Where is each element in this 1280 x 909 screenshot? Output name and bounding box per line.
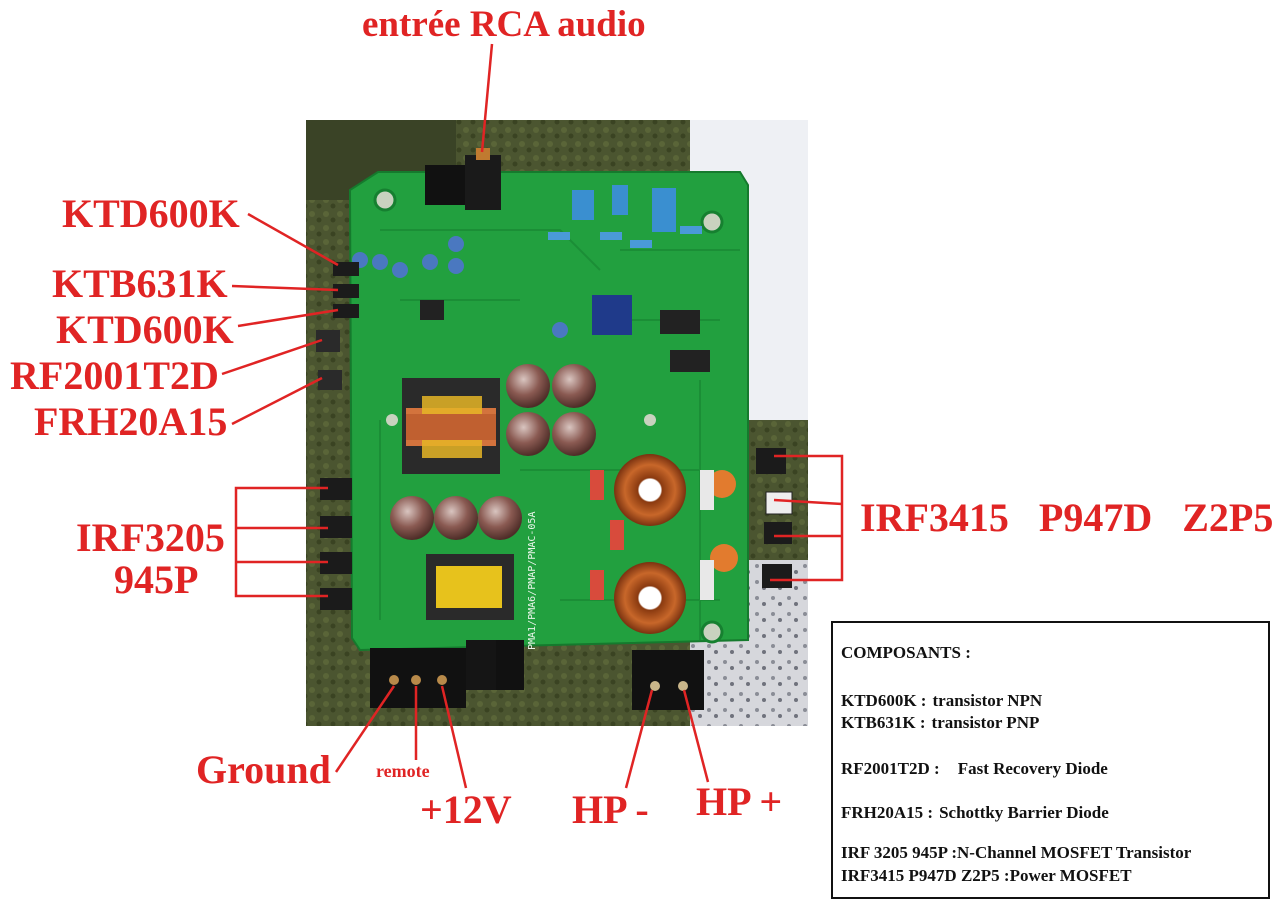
- legend-item: IRF 3205 945P :N-Channel MOSFET Transist…: [841, 843, 1191, 863]
- label-rca-input: entrée RCA audio: [362, 4, 646, 45]
- rca-connector: [425, 148, 501, 210]
- legend-desc: Power MOSFET: [1009, 866, 1132, 885]
- legend-part: FRH20A15 :: [841, 803, 934, 822]
- label-hp-minus: HP -: [572, 787, 649, 832]
- transformer-lower: [426, 554, 514, 620]
- label-945p: 945P: [114, 557, 199, 602]
- legend-item: KTD600K : transistor NPN: [841, 691, 1042, 711]
- label-irf3205: IRF3205: [76, 515, 225, 560]
- label-ktb631k: KTB631K: [52, 261, 228, 306]
- legend-desc: N-Channel MOSFET Transistor: [957, 843, 1192, 862]
- board-silkscreen: PMA1/PMA6/PMAP/PMAC-05A: [527, 512, 538, 650]
- legend-part: RF2001T2D :: [841, 759, 940, 778]
- label-hp-plus: HP +: [696, 779, 783, 824]
- label-rf2001t2d: RF2001T2D: [10, 353, 219, 398]
- left-transistors: [316, 262, 359, 610]
- label-plus-12v: +12V: [420, 787, 512, 832]
- legend-desc: transistor PNP: [931, 713, 1040, 732]
- legend-part: IRF3415 P947D Z2P5 :: [841, 866, 1010, 885]
- speaker-connector: [632, 650, 704, 710]
- legend-item: IRF3415 P947D Z2P5 :Power MOSFET: [841, 866, 1132, 886]
- leader-lines: [221, 43, 844, 789]
- right-transistors: [756, 448, 793, 588]
- legend-item: RF2001T2D : Fast Recovery Diode: [841, 759, 1108, 779]
- legend-desc: Schottky Barrier Diode: [939, 803, 1109, 822]
- label-irf3415: IRF3415 P947D Z2P5: [860, 495, 1274, 540]
- transformer-upper: [402, 378, 500, 474]
- components-legend: COMPOSANTS : KTD600K : transistor NPN KTB…: [831, 621, 1270, 899]
- legend-part: IRF 3205 945P :: [841, 843, 958, 862]
- legend-part: KTD600K :: [841, 691, 927, 710]
- label-frh20a15: FRH20A15: [34, 399, 228, 444]
- power-resistors: [590, 470, 714, 600]
- toroid-inductors: [614, 454, 686, 634]
- label-ktd600k-bottom: KTD600K: [56, 307, 234, 352]
- legend-part: KTB631K :: [841, 713, 926, 732]
- label-ground: Ground: [196, 747, 331, 792]
- legend-desc: transistor NPN: [932, 691, 1043, 710]
- top-components: [352, 185, 710, 372]
- label-ktd600k-top: KTD600K: [62, 191, 240, 236]
- label-remote: remote: [376, 761, 430, 781]
- electrolytic-capacitors: [390, 364, 738, 572]
- legend-item: KTB631K : transistor PNP: [841, 713, 1039, 733]
- legend-title: COMPOSANTS :: [841, 643, 971, 662]
- legend-desc: Fast Recovery Diode: [957, 759, 1108, 778]
- legend-item: FRH20A15 : Schottky Barrier Diode: [841, 803, 1109, 823]
